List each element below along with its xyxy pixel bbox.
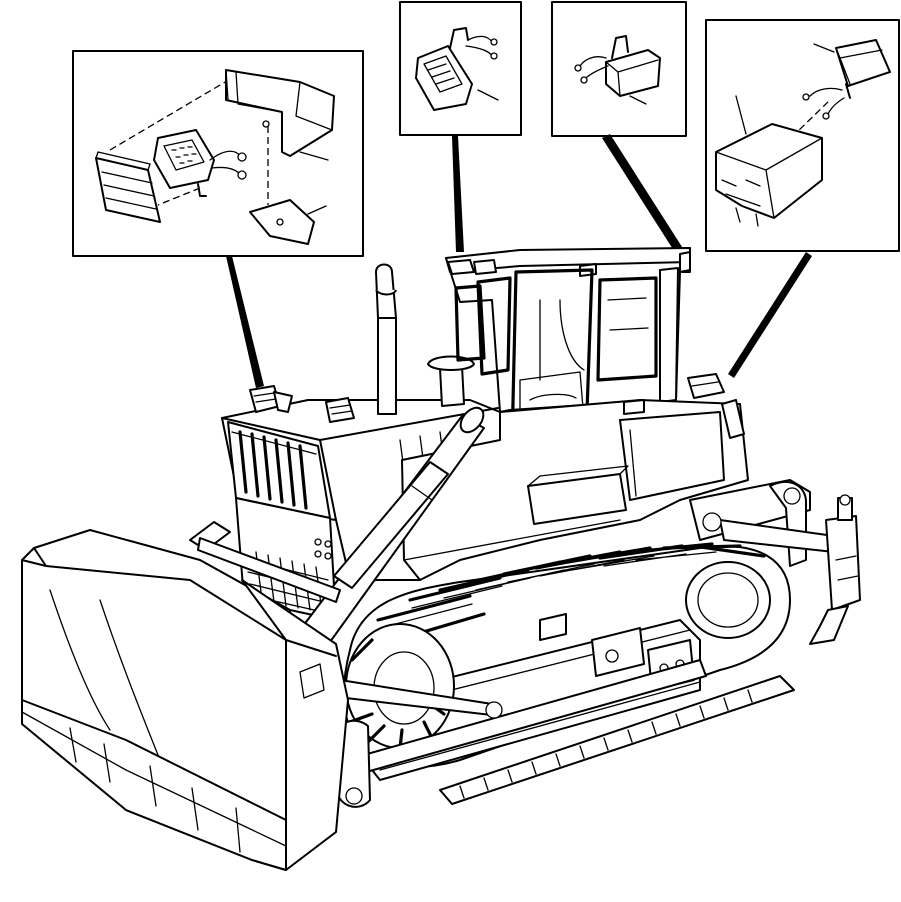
side-body-fender <box>401 399 749 581</box>
callout-leaders <box>226 134 812 388</box>
blade-lift-cylinders <box>189 406 707 808</box>
dozer-blade <box>21 529 349 871</box>
work-lamp-unit <box>153 129 247 197</box>
callout-box-rear-fender-lamp <box>705 19 900 252</box>
ripper-assembly <box>689 479 861 645</box>
lamp-hood-cover <box>225 69 335 161</box>
operator-cab <box>445 247 725 448</box>
callout-box-cab-rear-lamp <box>551 1 687 137</box>
callout-box-front-lamp <box>72 50 364 257</box>
lamp-guard-grille <box>95 151 161 223</box>
lamp-mounting-bracket <box>249 199 327 245</box>
callout-box-cab-front-lamp <box>399 1 522 136</box>
track-assembly <box>343 542 795 805</box>
